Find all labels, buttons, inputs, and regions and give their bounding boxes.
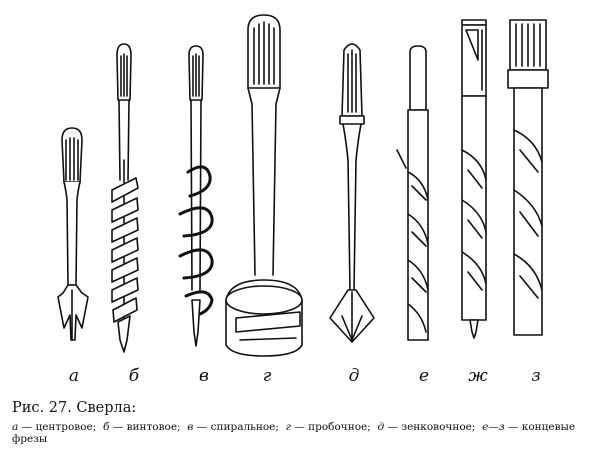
caption-text: пробочное; bbox=[308, 421, 371, 433]
end-mill-bit-z bbox=[507, 19, 549, 336]
caption-key: в bbox=[187, 421, 194, 433]
plug-cutter-bit bbox=[225, 14, 303, 357]
spiral-drill-bit bbox=[178, 45, 214, 347]
label-z: з bbox=[531, 366, 541, 386]
label-a: а bbox=[68, 366, 80, 386]
caption-title: Рис. 27. Сверла: bbox=[12, 400, 137, 416]
label-v: в bbox=[199, 366, 209, 386]
center-drill-bit bbox=[57, 127, 89, 341]
caption-text: зенковочное; bbox=[401, 421, 476, 433]
caption-key: б bbox=[102, 421, 110, 433]
auger-drill-bit bbox=[111, 43, 139, 353]
caption-key: е—з bbox=[482, 421, 505, 433]
caption-key: г bbox=[285, 421, 291, 433]
label-g: г bbox=[262, 366, 272, 386]
caption-text: концевые фрезы bbox=[12, 421, 576, 445]
caption-key: д bbox=[377, 421, 385, 433]
caption-key: а bbox=[12, 421, 19, 433]
label-d: д bbox=[348, 366, 360, 386]
caption-text: центровое; bbox=[35, 421, 97, 433]
caption-text: винтовое; bbox=[126, 421, 181, 433]
label-zh: ж bbox=[468, 366, 488, 386]
label-e: е bbox=[418, 366, 430, 386]
label-b: б bbox=[128, 366, 140, 386]
end-mill-bit-e bbox=[396, 45, 429, 341]
drill-bits-illustration bbox=[57, 14, 549, 357]
caption-body: а — центровое; б — винтовое; в — спираль… bbox=[12, 421, 576, 445]
caption-text: спиральное; bbox=[210, 421, 279, 433]
countersink-bit bbox=[329, 43, 375, 343]
end-mill-bit-zh bbox=[461, 19, 487, 339]
